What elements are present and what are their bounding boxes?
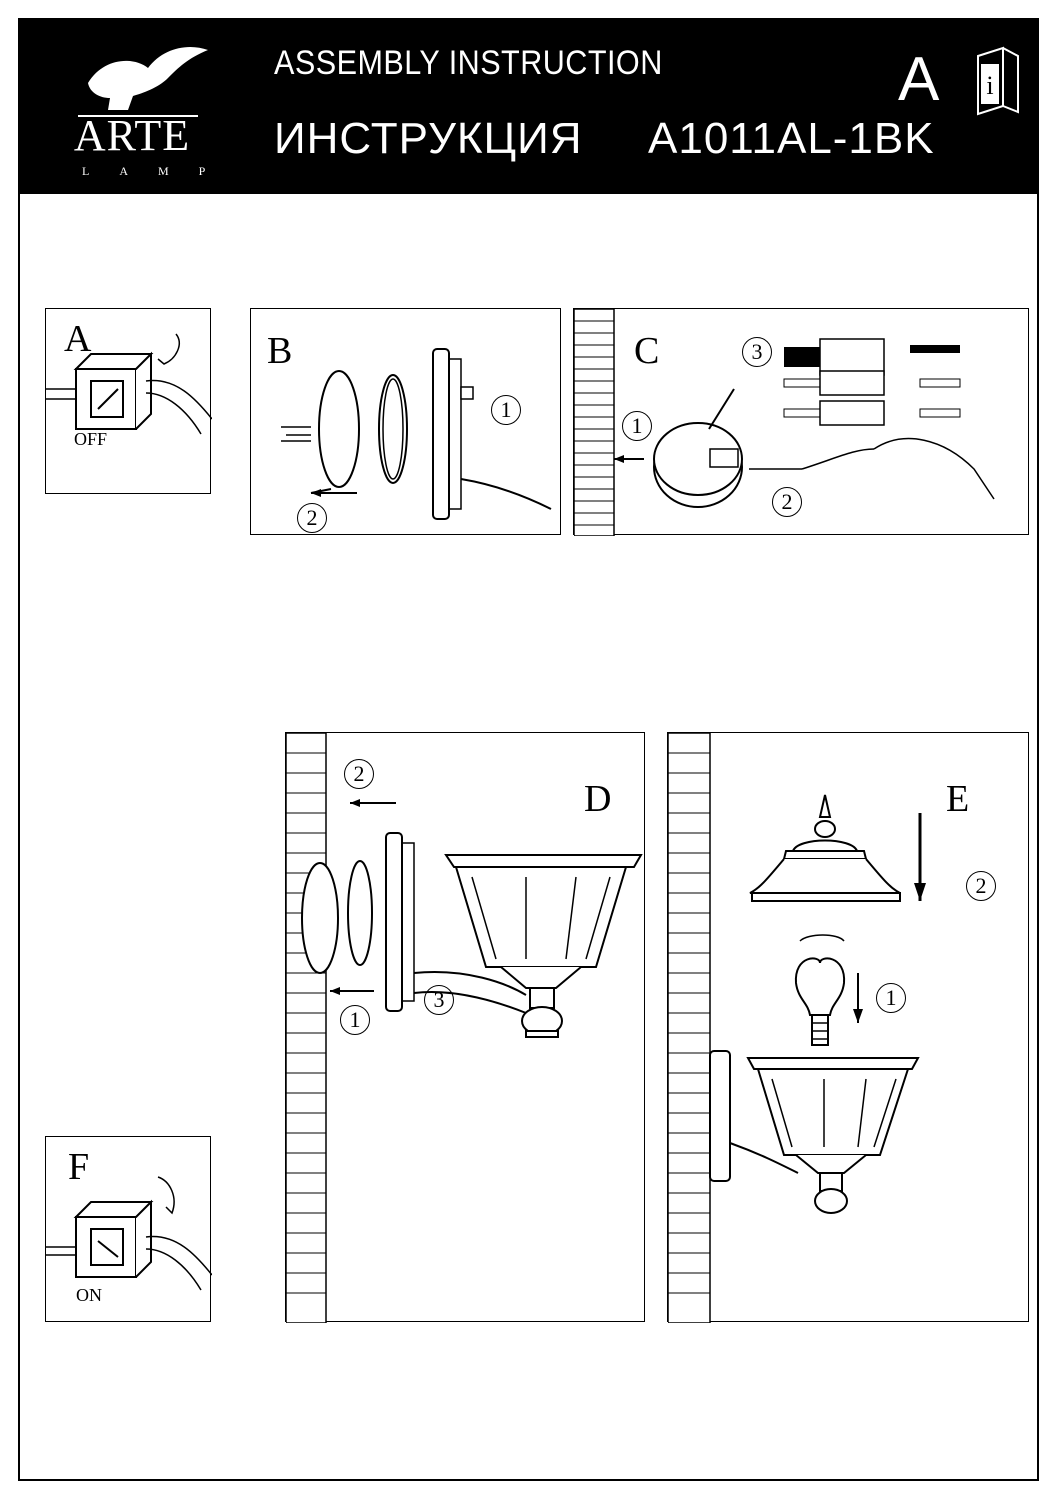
- brick-wall: [574, 309, 615, 536]
- switch-on-illustration: [46, 1176, 212, 1291]
- step-c-panel: C 1 2 3: [573, 308, 1029, 536]
- lamp-cap: [749, 794, 901, 902]
- light-bulb-icon: [794, 957, 846, 1046]
- remove-mount-plate-illustration: [281, 348, 552, 520]
- switch-off-illustration: [46, 333, 212, 435]
- model-number: A1011AL-1BK: [648, 114, 935, 163]
- brand-name: ARTE: [73, 111, 191, 160]
- terminal-block: [783, 338, 961, 426]
- header-bar: ARTE LAMP ASSEMBLY INSTRUCTION ИНСТРУКЦИ…: [18, 18, 1039, 194]
- wiring-illustration: [574, 309, 995, 536]
- step-letter: E: [946, 778, 970, 820]
- step-a-panel: A OFF: [45, 308, 212, 494]
- step-e-panel: E 2 1: [667, 732, 1029, 1323]
- title-russian: ИНСТРУКЦИЯ: [274, 114, 583, 163]
- step-f-panel: F ON: [45, 1136, 212, 1322]
- step-marker: 1: [340, 1005, 370, 1035]
- mount-lamp-illustration: [286, 733, 643, 1323]
- step-letter: F: [68, 1146, 90, 1188]
- lantern: [444, 854, 643, 1038]
- title-english: ASSEMBLY INSTRUCTION: [274, 44, 663, 82]
- step-b-panel: B 1 2: [250, 308, 561, 535]
- svg-text:i: i: [986, 71, 993, 100]
- step-letter: A: [64, 318, 92, 360]
- step-marker: 1: [622, 411, 652, 441]
- step-marker: 2: [772, 487, 802, 517]
- brand-subtitle: LAMP: [82, 164, 236, 178]
- step-d-panel: D 2 1 3: [285, 732, 645, 1323]
- step-marker: 3: [742, 337, 772, 367]
- step-caption: OFF: [74, 429, 108, 449]
- section-letter: A: [898, 45, 940, 114]
- step-marker: 3: [424, 985, 454, 1015]
- step-marker: 1: [491, 395, 521, 425]
- step-letter: D: [584, 778, 612, 820]
- manual-info-icon: i: [977, 46, 1019, 116]
- step-marker: 2: [344, 759, 374, 789]
- lantern: [709, 1050, 920, 1214]
- griffin-logo-icon: [78, 47, 208, 117]
- step-marker: 2: [297, 503, 327, 533]
- install-bulb-cap-illustration: [668, 733, 926, 1323]
- step-letter: C: [634, 330, 660, 372]
- step-letter: B: [267, 330, 293, 372]
- step-marker: 1: [876, 983, 906, 1013]
- step-caption: ON: [76, 1285, 102, 1305]
- step-marker: 2: [966, 871, 996, 901]
